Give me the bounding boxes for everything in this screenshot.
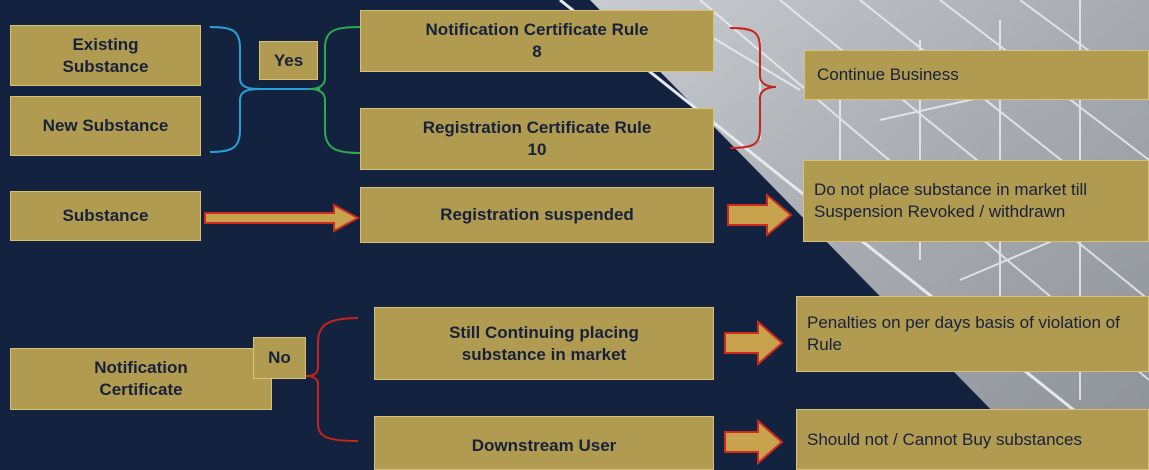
registration-certificate-rule10-box: Registration Certificate Rule 10: [360, 108, 714, 170]
notification-certificate-box: Notification Certificate: [10, 348, 272, 410]
notification-certificate-rule8-box: Notification Certificate Rule 8: [360, 10, 714, 72]
existing-substance-box: Existing Substance: [10, 25, 201, 86]
do-not-place-box: Do not place substance in market till Su…: [803, 160, 1149, 242]
downstream-to-shouldNot-arrow: [724, 419, 784, 465]
downstream-user-box: Downstream User: [374, 416, 714, 470]
continuing-to-penalties-arrow: [724, 320, 784, 366]
continue-business-box: Continue Business: [804, 50, 1149, 100]
substance-to-suspended-arrow: [204, 203, 360, 233]
yes-label: Yes: [259, 41, 318, 80]
new-substance-box: New Substance: [10, 96, 201, 156]
substance-box: Substance: [10, 191, 201, 241]
should-not-buy-box: Should not / Cannot Buy substances: [796, 409, 1149, 470]
registration-suspended-box: Registration suspended: [360, 187, 714, 243]
penalties-box: Penalties on per days basis of violation…: [796, 296, 1149, 372]
no-label: No: [253, 337, 306, 379]
suspended-to-doNotPlace-arrow: [727, 193, 793, 237]
still-continuing-box: Still Continuing placing substance in ma…: [374, 307, 714, 380]
